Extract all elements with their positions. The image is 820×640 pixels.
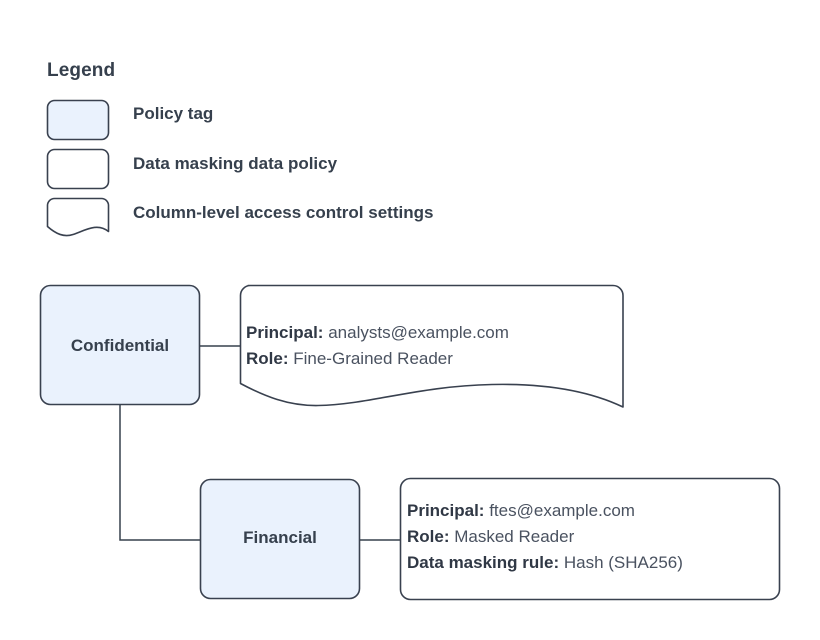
- node-label-financial: Financial: [243, 528, 317, 547]
- node-confidential[interactable]: [39, 284, 201, 406]
- legend-title: Legend: [47, 60, 116, 81]
- detail-value: Hash (SHA256): [563, 553, 683, 572]
- detail-line: Role: Masked Reader: [407, 524, 683, 550]
- node-label-confidential: Confidential: [70, 336, 170, 355]
- detail-line: Principal: analysts@example.com: [246, 320, 509, 346]
- connector-confidential-to-financial: [119, 405, 201, 541]
- detail-value: analysts@example.com: [328, 323, 509, 342]
- detail-value: Masked Reader: [454, 527, 575, 546]
- detail-line: Data masking rule: Hash (SHA256): [407, 550, 683, 576]
- legend-item-label-column-level-access: Column-level access control settings: [133, 203, 434, 222]
- confidential-detail-text: Principal: analysts@example.com Role: Fi…: [246, 320, 509, 372]
- detail-key: Role:: [246, 349, 289, 368]
- legend-swatch-data-masking-policy: [46, 148, 110, 190]
- legend-swatch-column-level-access: [46, 197, 110, 237]
- legend-item-label-data-masking-policy: Data masking data policy: [133, 154, 338, 173]
- detail-key: Role:: [407, 527, 450, 546]
- confidential-detail-box: [239, 284, 624, 408]
- legend-item-label-policy-tag: Policy tag: [133, 104, 214, 123]
- financial-detail-box: [399, 477, 781, 601]
- legend-swatch-policy-tag: [46, 99, 110, 141]
- detail-line: Principal: ftes@example.com: [407, 498, 683, 524]
- detail-value: ftes@example.com: [489, 501, 635, 520]
- detail-key: Data masking rule:: [407, 553, 560, 572]
- node-financial[interactable]: [199, 478, 361, 600]
- detail-value: Fine-Grained Reader: [293, 349, 453, 368]
- detail-key: Principal:: [407, 501, 485, 520]
- financial-detail-text: Principal: ftes@example.com Role: Masked…: [407, 498, 683, 576]
- detail-key: Principal:: [246, 323, 324, 342]
- detail-line: Role: Fine-Grained Reader: [246, 346, 509, 372]
